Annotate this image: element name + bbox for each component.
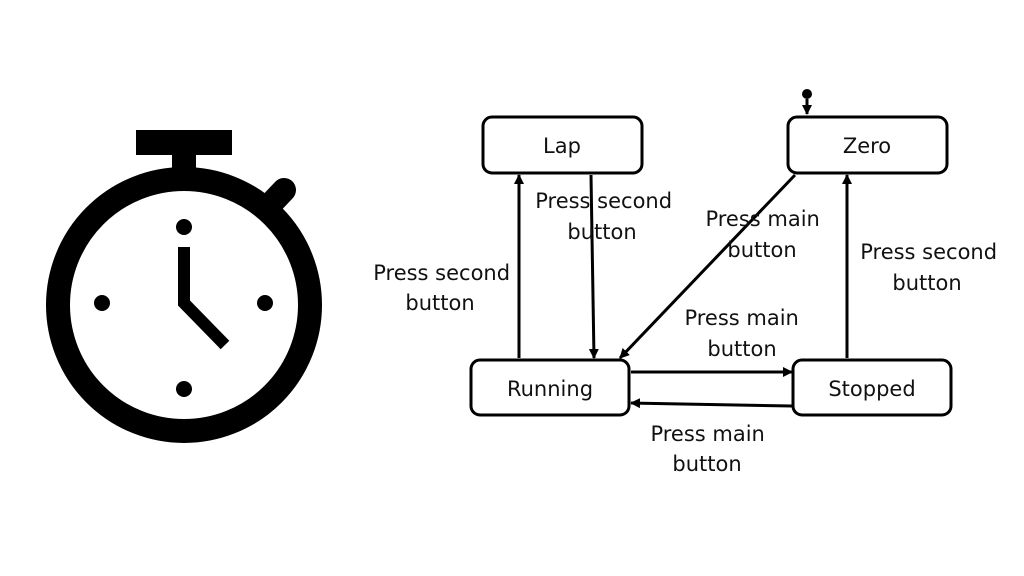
- state-lap: Lap: [481, 115, 644, 175]
- state-stopped: Stopped: [791, 358, 953, 417]
- edge-zero-to-running: [618, 173, 797, 360]
- state-running: Running: [469, 358, 631, 417]
- label-running-to-stopped: Press main button: [684, 306, 805, 361]
- label-lap-to-running: Press second button: [535, 189, 679, 244]
- state-running-label: Running: [507, 377, 593, 401]
- stopwatch-mark-9: [94, 295, 110, 311]
- label-stopped-to-zero: Press second button: [860, 240, 1004, 295]
- initial-state-marker: [802, 89, 812, 115]
- label-stopped-to-running: Press main button: [650, 422, 771, 476]
- state-zero: Zero: [786, 115, 949, 175]
- stopwatch-mark-3: [257, 295, 273, 311]
- edge-stopped-to-running: [630, 398, 793, 409]
- stopwatch-icon: [46, 130, 322, 443]
- stopwatch-hands: [178, 247, 230, 350]
- stopwatch-mark-6: [176, 381, 192, 397]
- state-lap-label: Lap: [543, 134, 581, 158]
- state-zero-label: Zero: [843, 134, 891, 158]
- edge-lap-to-running: [588, 174, 599, 359]
- state-stopped-label: Stopped: [828, 377, 915, 401]
- label-running-to-lap: Press second button: [373, 261, 517, 315]
- label-zero-to-running: Press main button: [705, 207, 826, 262]
- stopwatch-mark-12: [176, 219, 192, 235]
